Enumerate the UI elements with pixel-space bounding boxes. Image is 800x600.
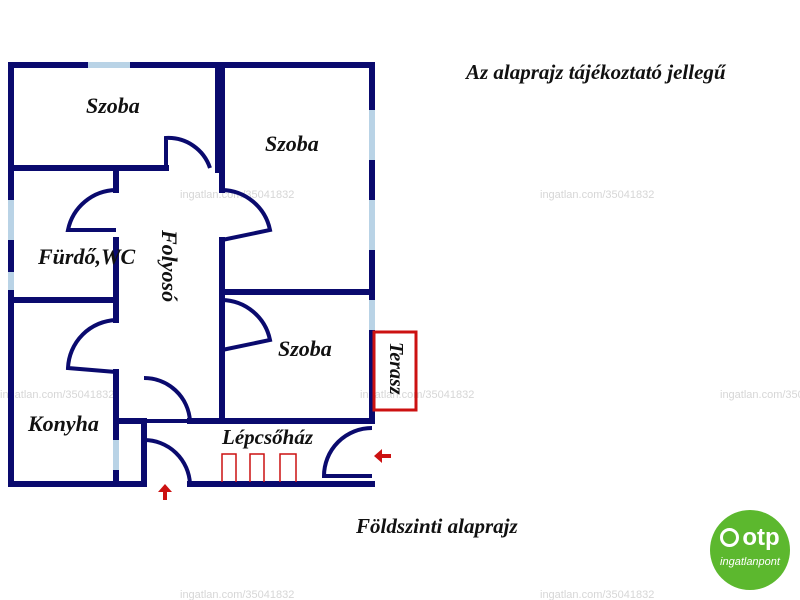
otp-logo: otp ingatlanpont <box>710 510 790 590</box>
watermark-text: ingatlan.com/35041832 <box>180 189 294 201</box>
terrace-outline <box>372 330 418 412</box>
logo-subtitle: ingatlanpont <box>720 556 780 568</box>
room-label-szoba-1: Szoba <box>86 93 140 118</box>
room-label-szoba-2: Szoba <box>265 131 319 156</box>
floor-plan-title: Földszinti alaprajz <box>356 514 518 538</box>
stair-step <box>221 453 237 482</box>
arrow-left-icon <box>374 449 391 463</box>
watermark-text: ingatlan.com/35041832 <box>180 589 294 600</box>
watermark-text: ingatlan.com/35041832 <box>0 389 114 401</box>
stairs <box>221 453 297 482</box>
logo-brand-text: otp <box>742 524 780 551</box>
door <box>65 318 117 374</box>
arrow-up-icon <box>158 484 172 500</box>
disclaimer-note: Az alaprajz tájékoztató jellegű <box>466 60 726 84</box>
entrance-arrows <box>158 449 391 500</box>
watermark-text: ingatlan.com/35041832 <box>720 389 800 401</box>
windows <box>8 62 375 470</box>
logo-ring-icon <box>720 528 740 547</box>
doors <box>65 135 373 485</box>
watermark-text: ingatlan.com/35041832 <box>540 189 654 201</box>
watermark-text: ingatlan.com/35041832 <box>540 589 654 600</box>
room-label-terrace: Terasz <box>385 342 407 395</box>
room-label-bathroom: Fürdő,WC <box>37 244 136 269</box>
door <box>143 375 193 423</box>
room-label-szoba-3: Szoba <box>278 336 332 361</box>
stair-step <box>249 453 265 482</box>
door <box>221 188 273 242</box>
door <box>164 135 212 169</box>
room-label-kitchen: Konyha <box>27 411 99 436</box>
door <box>65 188 117 232</box>
stair-step <box>279 453 297 482</box>
door <box>321 426 373 478</box>
room-label-corridor: Folyosó <box>157 229 182 302</box>
room-label-stairwell: Lépcsőház <box>221 425 314 449</box>
door <box>221 298 273 352</box>
door <box>142 437 192 485</box>
logo-brand: otp <box>710 524 790 552</box>
